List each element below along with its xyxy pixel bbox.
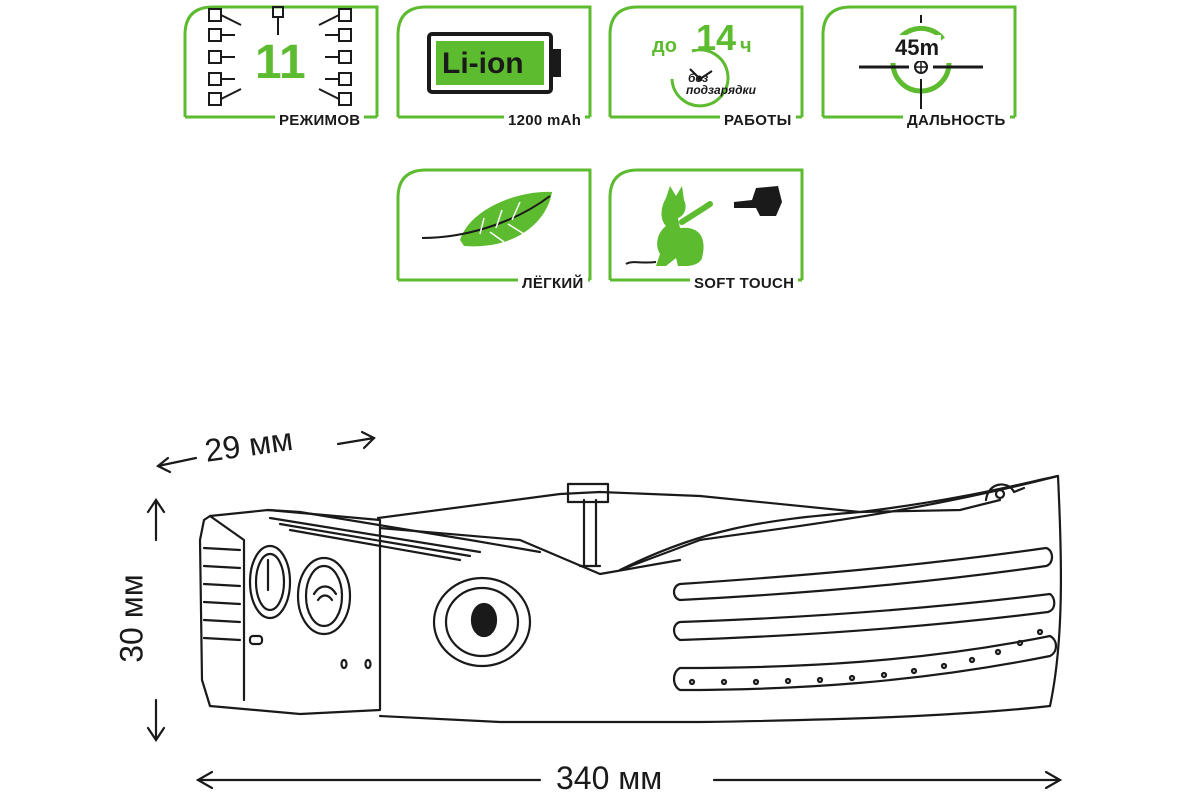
feature-soft-touch-card: SOFT TOUCH <box>608 168 804 292</box>
soft-touch-label: SOFT TOUCH <box>690 275 799 292</box>
range-distance: 45m <box>893 35 942 61</box>
power-button <box>248 544 292 620</box>
cat-and-hand-icon <box>625 186 782 266</box>
feather-icon <box>421 191 552 247</box>
headband-front <box>378 474 1063 724</box>
clock-icon <box>670 49 730 108</box>
runtime-hours: 14 <box>696 17 737 58</box>
battery-icon <box>427 32 561 94</box>
feature-battery-card: Li-ion 1200 mAh <box>396 5 592 129</box>
top-ridges <box>268 516 482 562</box>
strap-end-tab <box>984 483 1026 502</box>
cob-led-dots <box>688 628 1044 686</box>
height-dimension: 30 мм <box>113 574 150 663</box>
modes-label: РЕЖИМОВ <box>275 112 365 129</box>
band-groove-3 <box>672 634 1058 692</box>
runtime-label: РАБОТЫ <box>720 112 796 129</box>
band-groove-2 <box>672 592 1056 642</box>
battery-capacity-label: 1200 mAh <box>504 112 586 129</box>
lamp-housing <box>198 508 382 716</box>
strap-bottom-edge <box>378 526 682 576</box>
mode-tree-icon <box>208 6 352 106</box>
feature-modes-card: 11 РЕЖИМОВ <box>183 5 379 129</box>
mode-button <box>296 556 352 636</box>
depth-arrow-right <box>336 436 376 446</box>
range-label: ДАЛЬНОСТЬ <box>903 112 1010 129</box>
modes-count: 11 <box>255 36 306 89</box>
depth-arrow-left <box>156 456 198 468</box>
feature-range-card: 45m ДАЛЬНОСТЬ <box>821 5 1017 129</box>
band-groove-1 <box>672 546 1054 602</box>
feature-light-card: ЛЁГКИЙ <box>396 168 592 292</box>
charging-port <box>248 634 264 646</box>
feature-runtime-card: до 14 ч без подзарядки РАБОТЫ <box>608 5 804 129</box>
runtime-unit: ч <box>740 35 752 57</box>
strap-top-edge <box>376 490 1002 520</box>
runtime-prefix: до <box>652 35 677 57</box>
runtime-line2: подзарядки <box>686 83 756 97</box>
strap-clip <box>566 482 610 504</box>
light-label: ЛЁГКИЙ <box>518 275 588 292</box>
spot-lens <box>432 576 532 668</box>
cooling-fins <box>202 546 242 642</box>
runtime-line1: без <box>688 71 709 85</box>
battery-type: Li-ion <box>442 47 524 80</box>
width-dimension: 340 мм <box>556 760 663 797</box>
